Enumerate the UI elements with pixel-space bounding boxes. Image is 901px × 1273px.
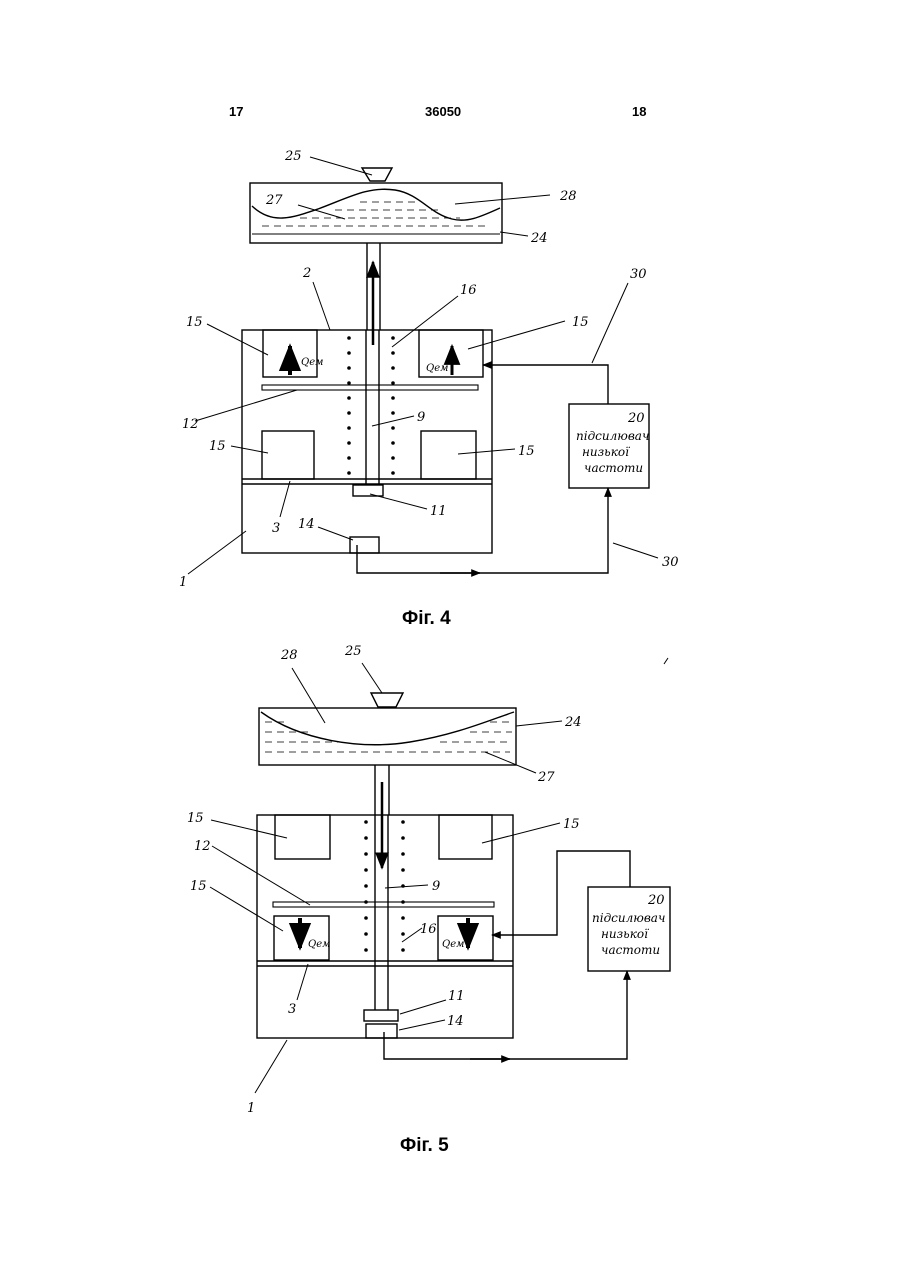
dotted-field-lines-fig5 <box>364 820 405 952</box>
label-20: 20 <box>647 893 665 908</box>
reservoir-24 <box>259 708 516 765</box>
figure-5-caption: Фіг. 5 <box>400 1135 449 1157</box>
label-12: 12 <box>194 839 211 854</box>
funnel-25 <box>371 693 403 707</box>
q-label-left: Qем <box>308 939 330 950</box>
label-24: 24 <box>530 231 548 246</box>
q-label-right: Qем <box>426 363 448 374</box>
sensor-14 <box>366 1024 397 1038</box>
label-3: 3 <box>288 1002 296 1017</box>
q-label-left: Qем <box>301 357 323 368</box>
label-24: 24 <box>564 715 582 730</box>
label-15: 15 <box>572 315 589 330</box>
label-30: 30 <box>630 267 647 282</box>
signal-line-30-top <box>483 365 608 404</box>
figure-5 <box>257 693 670 1059</box>
amplifier-text-1: підсилювач <box>592 911 665 925</box>
label-30: 30 <box>662 555 679 570</box>
label-1: 1 <box>179 575 187 590</box>
signal-line-bottom <box>384 971 627 1059</box>
label-15: 15 <box>209 439 226 454</box>
label-15: 15 <box>187 811 204 826</box>
diaphragm-12 <box>262 385 478 390</box>
amplifier-text-3: частоти <box>601 943 660 957</box>
label-27: 27 <box>265 193 283 208</box>
label-11: 11 <box>430 504 447 519</box>
label-9: 9 <box>432 879 440 894</box>
label-12: 12 <box>182 417 199 432</box>
label-20: 20 <box>627 411 645 426</box>
sensor-14 <box>350 537 379 553</box>
label-15: 15 <box>518 444 535 459</box>
label-28: 28 <box>280 648 298 663</box>
chamber-15-lower-left <box>262 431 314 479</box>
label-28: 28 <box>559 189 577 204</box>
label-2: 2 <box>302 266 311 281</box>
leader-lines-fig5 <box>210 663 562 1093</box>
label-1: 1 <box>247 1101 255 1116</box>
label-14: 14 <box>298 517 315 532</box>
liquid-hatching <box>265 722 512 752</box>
dotted-field-lines-fig4 <box>347 336 395 475</box>
amplifier-text-1: підсилювач <box>576 429 649 443</box>
label-3: 3 <box>272 521 280 536</box>
label-15: 15 <box>563 817 580 832</box>
housing-2 <box>242 330 492 553</box>
label-14: 14 <box>447 1014 464 1029</box>
label-15: 15 <box>186 315 203 330</box>
labels-fig4: 25 28 27 24 2 16 30 15 15 12 9 15 15 20 … <box>179 149 679 590</box>
amplifier-text-2: низької <box>582 445 630 459</box>
chamber-15-top-right <box>439 815 492 859</box>
funnel-25 <box>362 168 392 181</box>
label-25: 25 <box>284 149 302 164</box>
label-27: 27 <box>537 770 555 785</box>
label-16: 16 <box>420 922 437 937</box>
liquid-surface-27 <box>261 712 514 745</box>
stray-mark <box>664 658 668 664</box>
label-25: 25 <box>344 644 362 659</box>
figure-4-caption: Фіг. 4 <box>402 608 451 630</box>
q-label-right: Qем <box>442 939 464 950</box>
chamber-15-lower-right <box>421 431 476 479</box>
amplifier-text-3: частоти <box>584 461 643 475</box>
label-15: 15 <box>190 879 207 894</box>
amplifier-text-2: низької <box>601 927 649 941</box>
label-11: 11 <box>448 989 465 1004</box>
label-16: 16 <box>460 283 477 298</box>
chamber-15-lower-right <box>438 916 493 960</box>
element-11 <box>353 485 383 496</box>
element-11 <box>364 1010 398 1021</box>
liquid-surface-27 <box>252 189 500 220</box>
liquid-hatching <box>262 202 490 226</box>
label-9: 9 <box>417 410 425 425</box>
